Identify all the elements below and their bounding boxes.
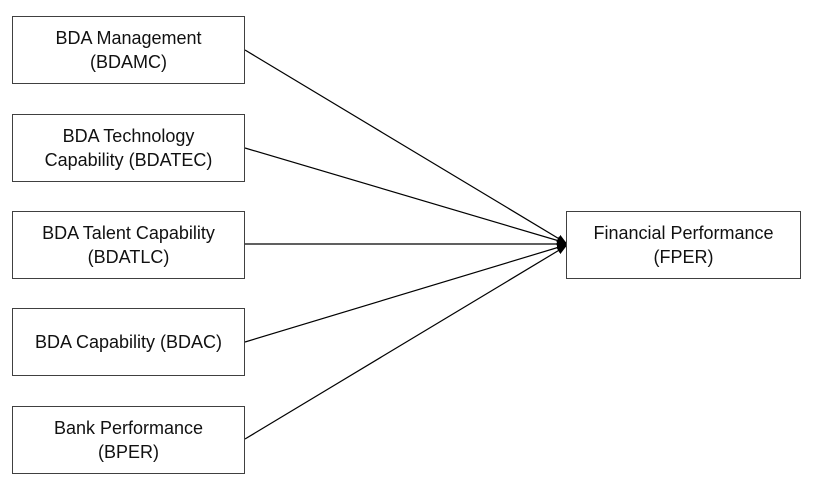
node-bper-line1: Bank Performance [53, 418, 204, 438]
node-bdatlc-line1: BDA Talent Capability [42, 223, 215, 243]
node-bper: Bank Performance (BPER) [12, 406, 245, 474]
node-bdatlc: BDA Talent Capability (BDATLC) [12, 211, 245, 279]
node-bdac: BDA Capability (BDAC) [12, 308, 245, 376]
arrow-bdamc-to-fper [244, 49, 567, 244]
node-bdamc-line2: (BDAMC) [90, 52, 167, 72]
node-bdatec-line2: Capability (BDATEC) [44, 150, 213, 170]
node-bdatec-line1: BDA Technology [62, 126, 195, 146]
node-fper-line1: Financial Performance [593, 223, 774, 243]
arrow-bper-to-fper [244, 245, 567, 440]
node-bper-line2: (BPER) [97, 442, 159, 462]
node-bdatlc-line2: (BDATLC) [87, 247, 170, 267]
node-bdamc-line1: BDA Management [55, 28, 202, 48]
node-fper: Financial Performance (FPER) [566, 211, 801, 279]
node-bdac-line1: BDA Capability (BDAC) [34, 332, 223, 352]
node-bdamc: BDA Management (BDAMC) [12, 16, 245, 84]
node-fper-line2: (FPER) [653, 247, 714, 267]
arrow-bdatec-to-fper [244, 147, 567, 245]
node-bdatec: BDA Technology Capability (BDATEC) [12, 114, 245, 182]
arrow-bdac-to-fper [244, 243, 567, 343]
